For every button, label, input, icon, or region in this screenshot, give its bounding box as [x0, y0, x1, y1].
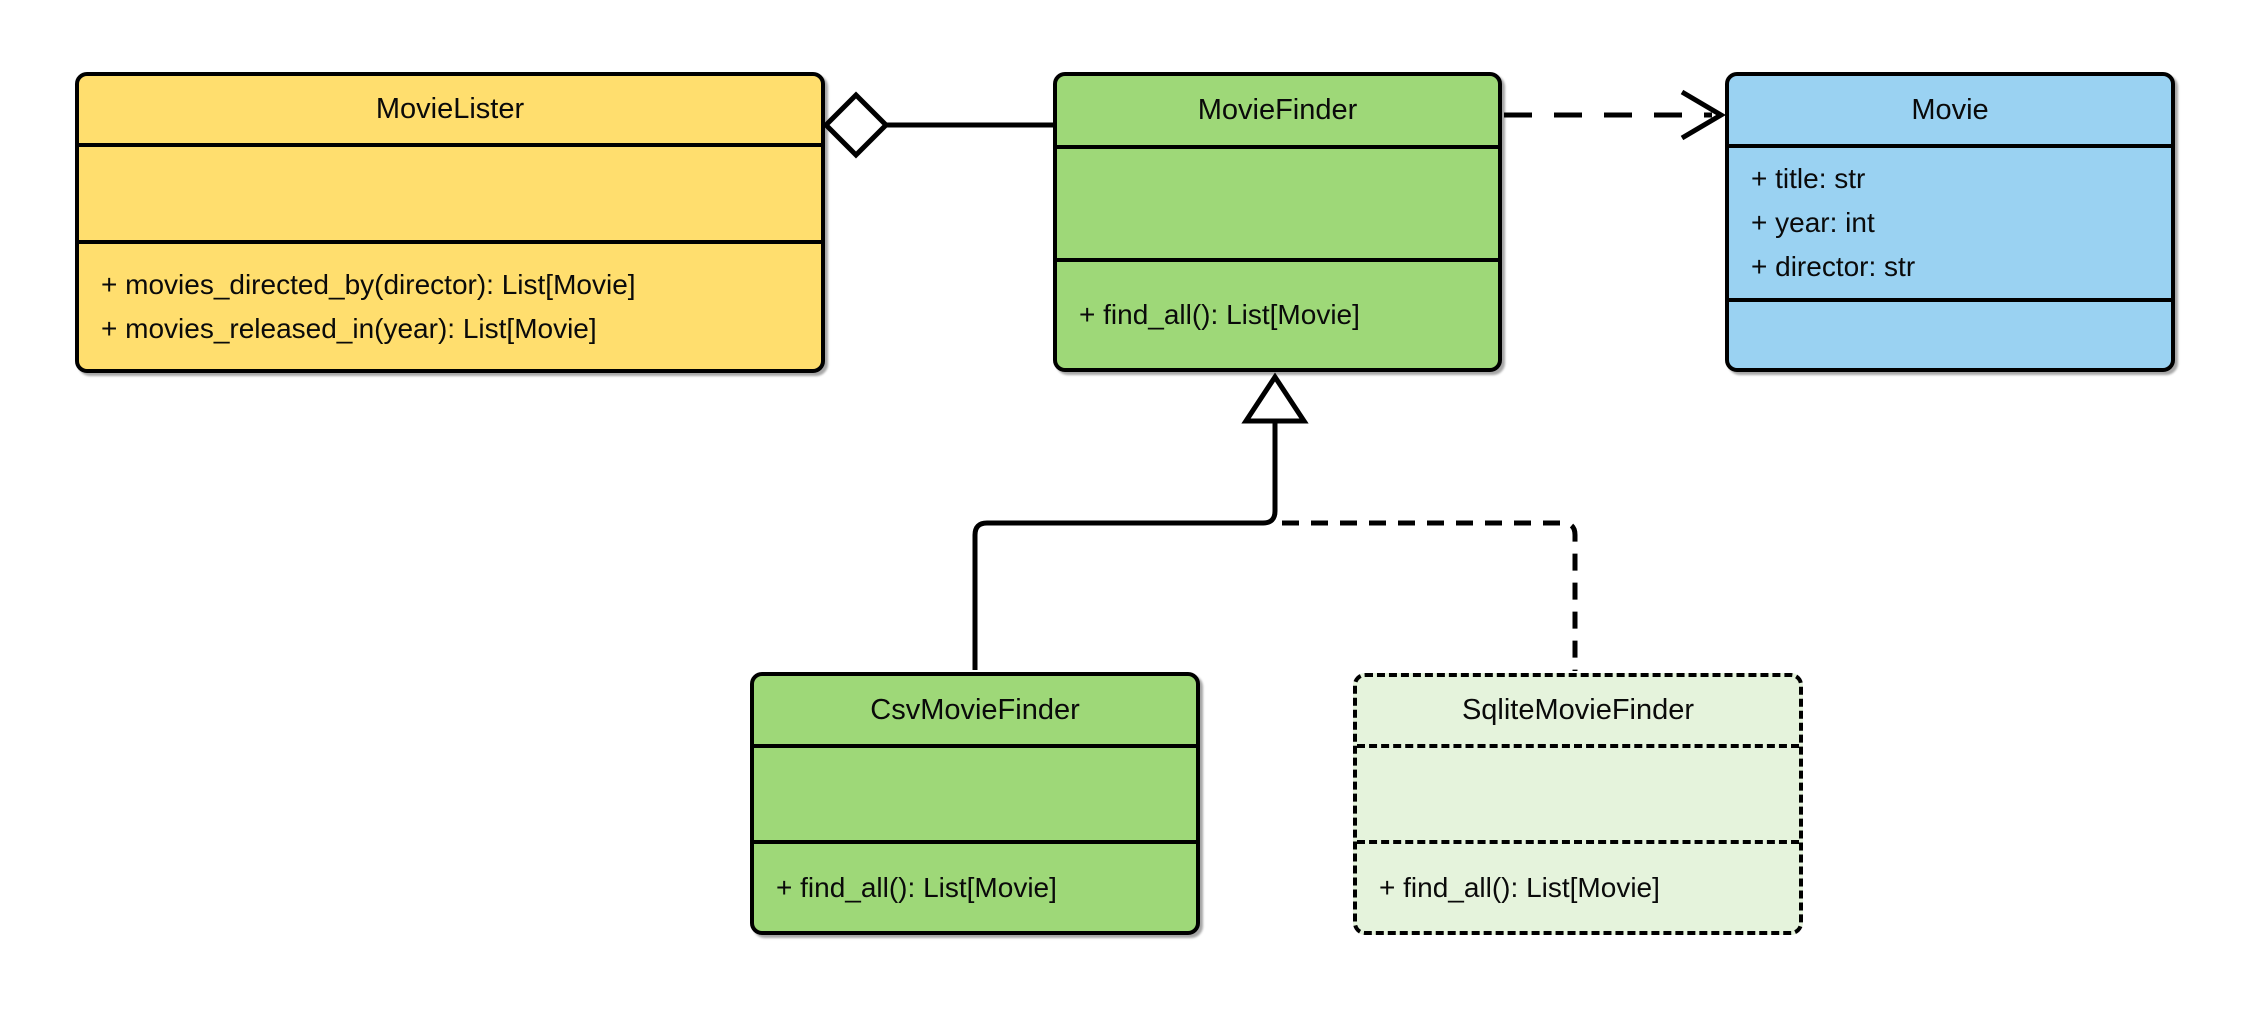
class-box-moviefinder: MovieFinder + find_all(): List[Movie] [1053, 72, 1502, 372]
method-movies-released-in: + movies_released_in(year): List[Movie] [101, 312, 597, 344]
generalization-line-csv [972, 421, 1278, 670]
dependency-arrowhead-icon [1680, 89, 1726, 141]
class-attributes-csvmoviefinder [754, 748, 1196, 844]
class-attributes-sqlitemoviefinder [1357, 748, 1799, 844]
class-title-sqlitemoviefinder: SqliteMovieFinder [1357, 677, 1799, 748]
dependency-connector [1504, 89, 1726, 141]
class-title-movie: Movie [1729, 76, 2171, 148]
method-find-all-moviefinder: + find_all(): List[Movie] [1079, 299, 1360, 330]
class-attributes-movielister [79, 147, 821, 244]
class-title-movielister: MovieLister [79, 76, 821, 147]
method-find-all-csvmoviefinder: + find_all(): List[Movie] [776, 871, 1057, 903]
class-attributes-movie: + title: str + year: int + director: str [1729, 148, 2171, 302]
aggregation-diamond-icon [822, 91, 890, 159]
generalization-connector-sqlite [1282, 520, 1578, 671]
class-methods-sqlitemoviefinder: + find_all(): List[Movie] [1357, 844, 1799, 931]
class-box-movie: Movie + title: str + year: int + directo… [1725, 72, 2175, 372]
class-methods-csvmoviefinder: + find_all(): List[Movie] [754, 844, 1196, 931]
class-title-csvmoviefinder: CsvMovieFinder [754, 676, 1196, 748]
attribute-title: + title: str [1751, 163, 1866, 194]
class-methods-movielister: + movies_directed_by(director): List[Mov… [79, 244, 821, 369]
aggregation-connector [822, 91, 1055, 159]
class-methods-movie [1729, 302, 2171, 368]
generalization-connector-csv [972, 372, 1309, 670]
attribute-year: + year: int [1751, 207, 1875, 238]
attribute-director: + director: str [1751, 251, 1916, 282]
class-box-csvmoviefinder: CsvMovieFinder + find_all(): List[Movie] [750, 672, 1200, 935]
class-attributes-moviefinder [1057, 149, 1498, 262]
generalization-triangle-icon [1241, 372, 1309, 424]
class-methods-moviefinder: + find_all(): List[Movie] [1057, 262, 1498, 368]
method-find-all-sqlitemoviefinder: + find_all(): List[Movie] [1379, 871, 1660, 903]
class-box-movielister: MovieLister + movies_directed_by(directo… [75, 72, 825, 373]
generalization-dashed-line-sqlite [1282, 520, 1578, 671]
method-movies-directed-by: + movies_directed_by(director): List[Mov… [101, 268, 636, 300]
class-box-sqlitemoviefinder: SqliteMovieFinder + find_all(): List[Mov… [1353, 673, 1803, 935]
class-title-moviefinder: MovieFinder [1057, 76, 1498, 149]
